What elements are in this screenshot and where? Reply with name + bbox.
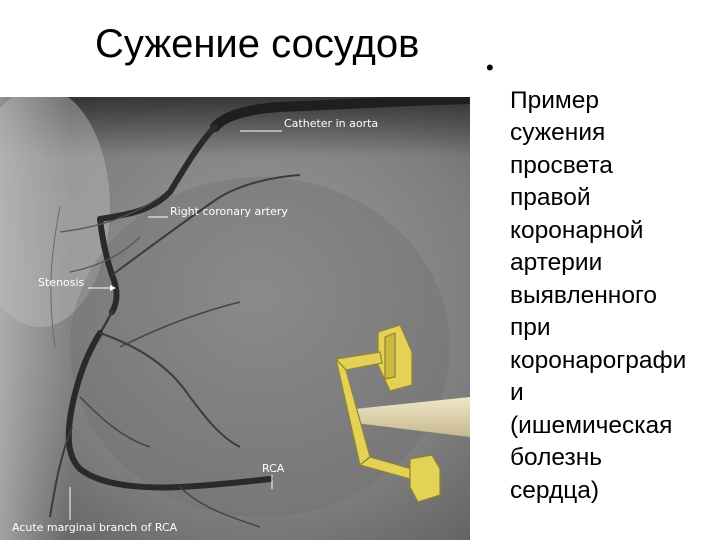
label-acute-marginal-branch: Acute marginal branch of RCA bbox=[12, 521, 178, 534]
catheter-vessel bbox=[210, 97, 470, 132]
device-beam bbox=[355, 397, 470, 437]
device-bracket bbox=[334, 324, 441, 503]
label-catheter-in-aorta: Catheter in aorta bbox=[284, 117, 378, 130]
bullet-item: • Пример сужения просвета правой коронарн… bbox=[480, 52, 720, 507]
slide-title: Сужение сосудов bbox=[95, 22, 420, 66]
label-rca: RCA bbox=[262, 462, 285, 475]
label-right-coronary-artery: Right coronary artery bbox=[170, 205, 288, 218]
angiogram-image: Catheter in aorta Right coronary artery … bbox=[0, 97, 470, 540]
label-stenosis: Stenosis bbox=[38, 276, 85, 289]
bullet-list: • Пример сужения просвета правой коронарн… bbox=[480, 52, 720, 507]
bullet-dot-icon: • bbox=[486, 55, 494, 80]
bullet-text: Пример сужения просвета правой коронарно… bbox=[510, 86, 687, 504]
